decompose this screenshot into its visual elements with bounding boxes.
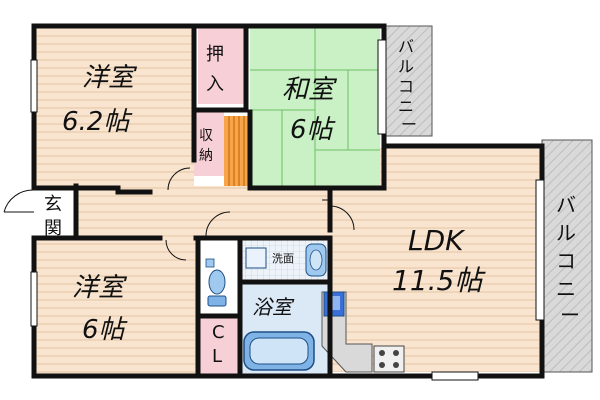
hallway-floor xyxy=(40,186,330,238)
japanese-room-name: 和室 xyxy=(282,75,338,105)
svg-text:ル: ル xyxy=(556,221,576,245)
balcony-top-label: バ ル コ ニ ー xyxy=(398,37,417,134)
tatami-lines xyxy=(250,28,380,188)
doors xyxy=(3,167,355,261)
western-room-2-size: 6帖 xyxy=(82,315,129,345)
windows xyxy=(30,39,545,381)
western-room-1-size: 6.2帖 xyxy=(62,107,133,137)
svg-text:バ: バ xyxy=(398,37,414,56)
bathtub xyxy=(243,331,315,371)
western-room-2-name: 洋室 xyxy=(72,273,128,303)
svg-text:ル: ル xyxy=(398,57,414,76)
entrance-label-top: 玄 xyxy=(44,194,62,215)
washroom-label: 洗面 xyxy=(272,252,294,265)
cl-label-bottom: L xyxy=(212,346,222,367)
stairs xyxy=(224,116,250,186)
svg-text:ー: ー xyxy=(560,303,580,327)
storage-closet xyxy=(194,112,224,176)
svg-text:ニ: ニ xyxy=(556,277,576,301)
storage-label-bottom: 納 xyxy=(199,148,213,164)
oshiire-closet xyxy=(198,28,244,104)
stove-burners xyxy=(379,350,399,368)
ldk-name: LDK xyxy=(408,224,466,257)
ldk-size: 11.5帖 xyxy=(392,264,486,297)
svg-text:バ: バ xyxy=(556,193,576,217)
svg-text:コ: コ xyxy=(398,77,414,96)
japanese-room-size: 6帖 xyxy=(290,115,337,145)
toilet xyxy=(205,258,227,307)
balcony-right-label: バ ル コ ニ ー xyxy=(556,193,580,327)
svg-text:コ: コ xyxy=(556,249,576,273)
svg-text:ー: ー xyxy=(401,115,417,134)
kitchen-counter xyxy=(321,291,405,373)
balcony-top xyxy=(385,25,433,137)
entrance-floor xyxy=(40,186,76,238)
balcony-right xyxy=(541,139,593,373)
cl-label-top: C xyxy=(212,322,225,343)
western-room-2-floor xyxy=(34,236,196,374)
western-room-1-floor xyxy=(34,28,194,188)
western-room-1-name: 洋室 xyxy=(82,63,138,93)
bathroom-label: 浴室 xyxy=(252,295,295,319)
entrance-label-bottom: 関 xyxy=(44,218,62,239)
cl-closet xyxy=(200,318,242,374)
oshiire-label-top: 押 xyxy=(206,44,224,65)
svg-text:ニ: ニ xyxy=(398,97,414,116)
storage-label-top: 収 xyxy=(199,128,213,144)
oshiire-label-bottom: 入 xyxy=(206,74,224,95)
washbasin xyxy=(245,243,327,277)
